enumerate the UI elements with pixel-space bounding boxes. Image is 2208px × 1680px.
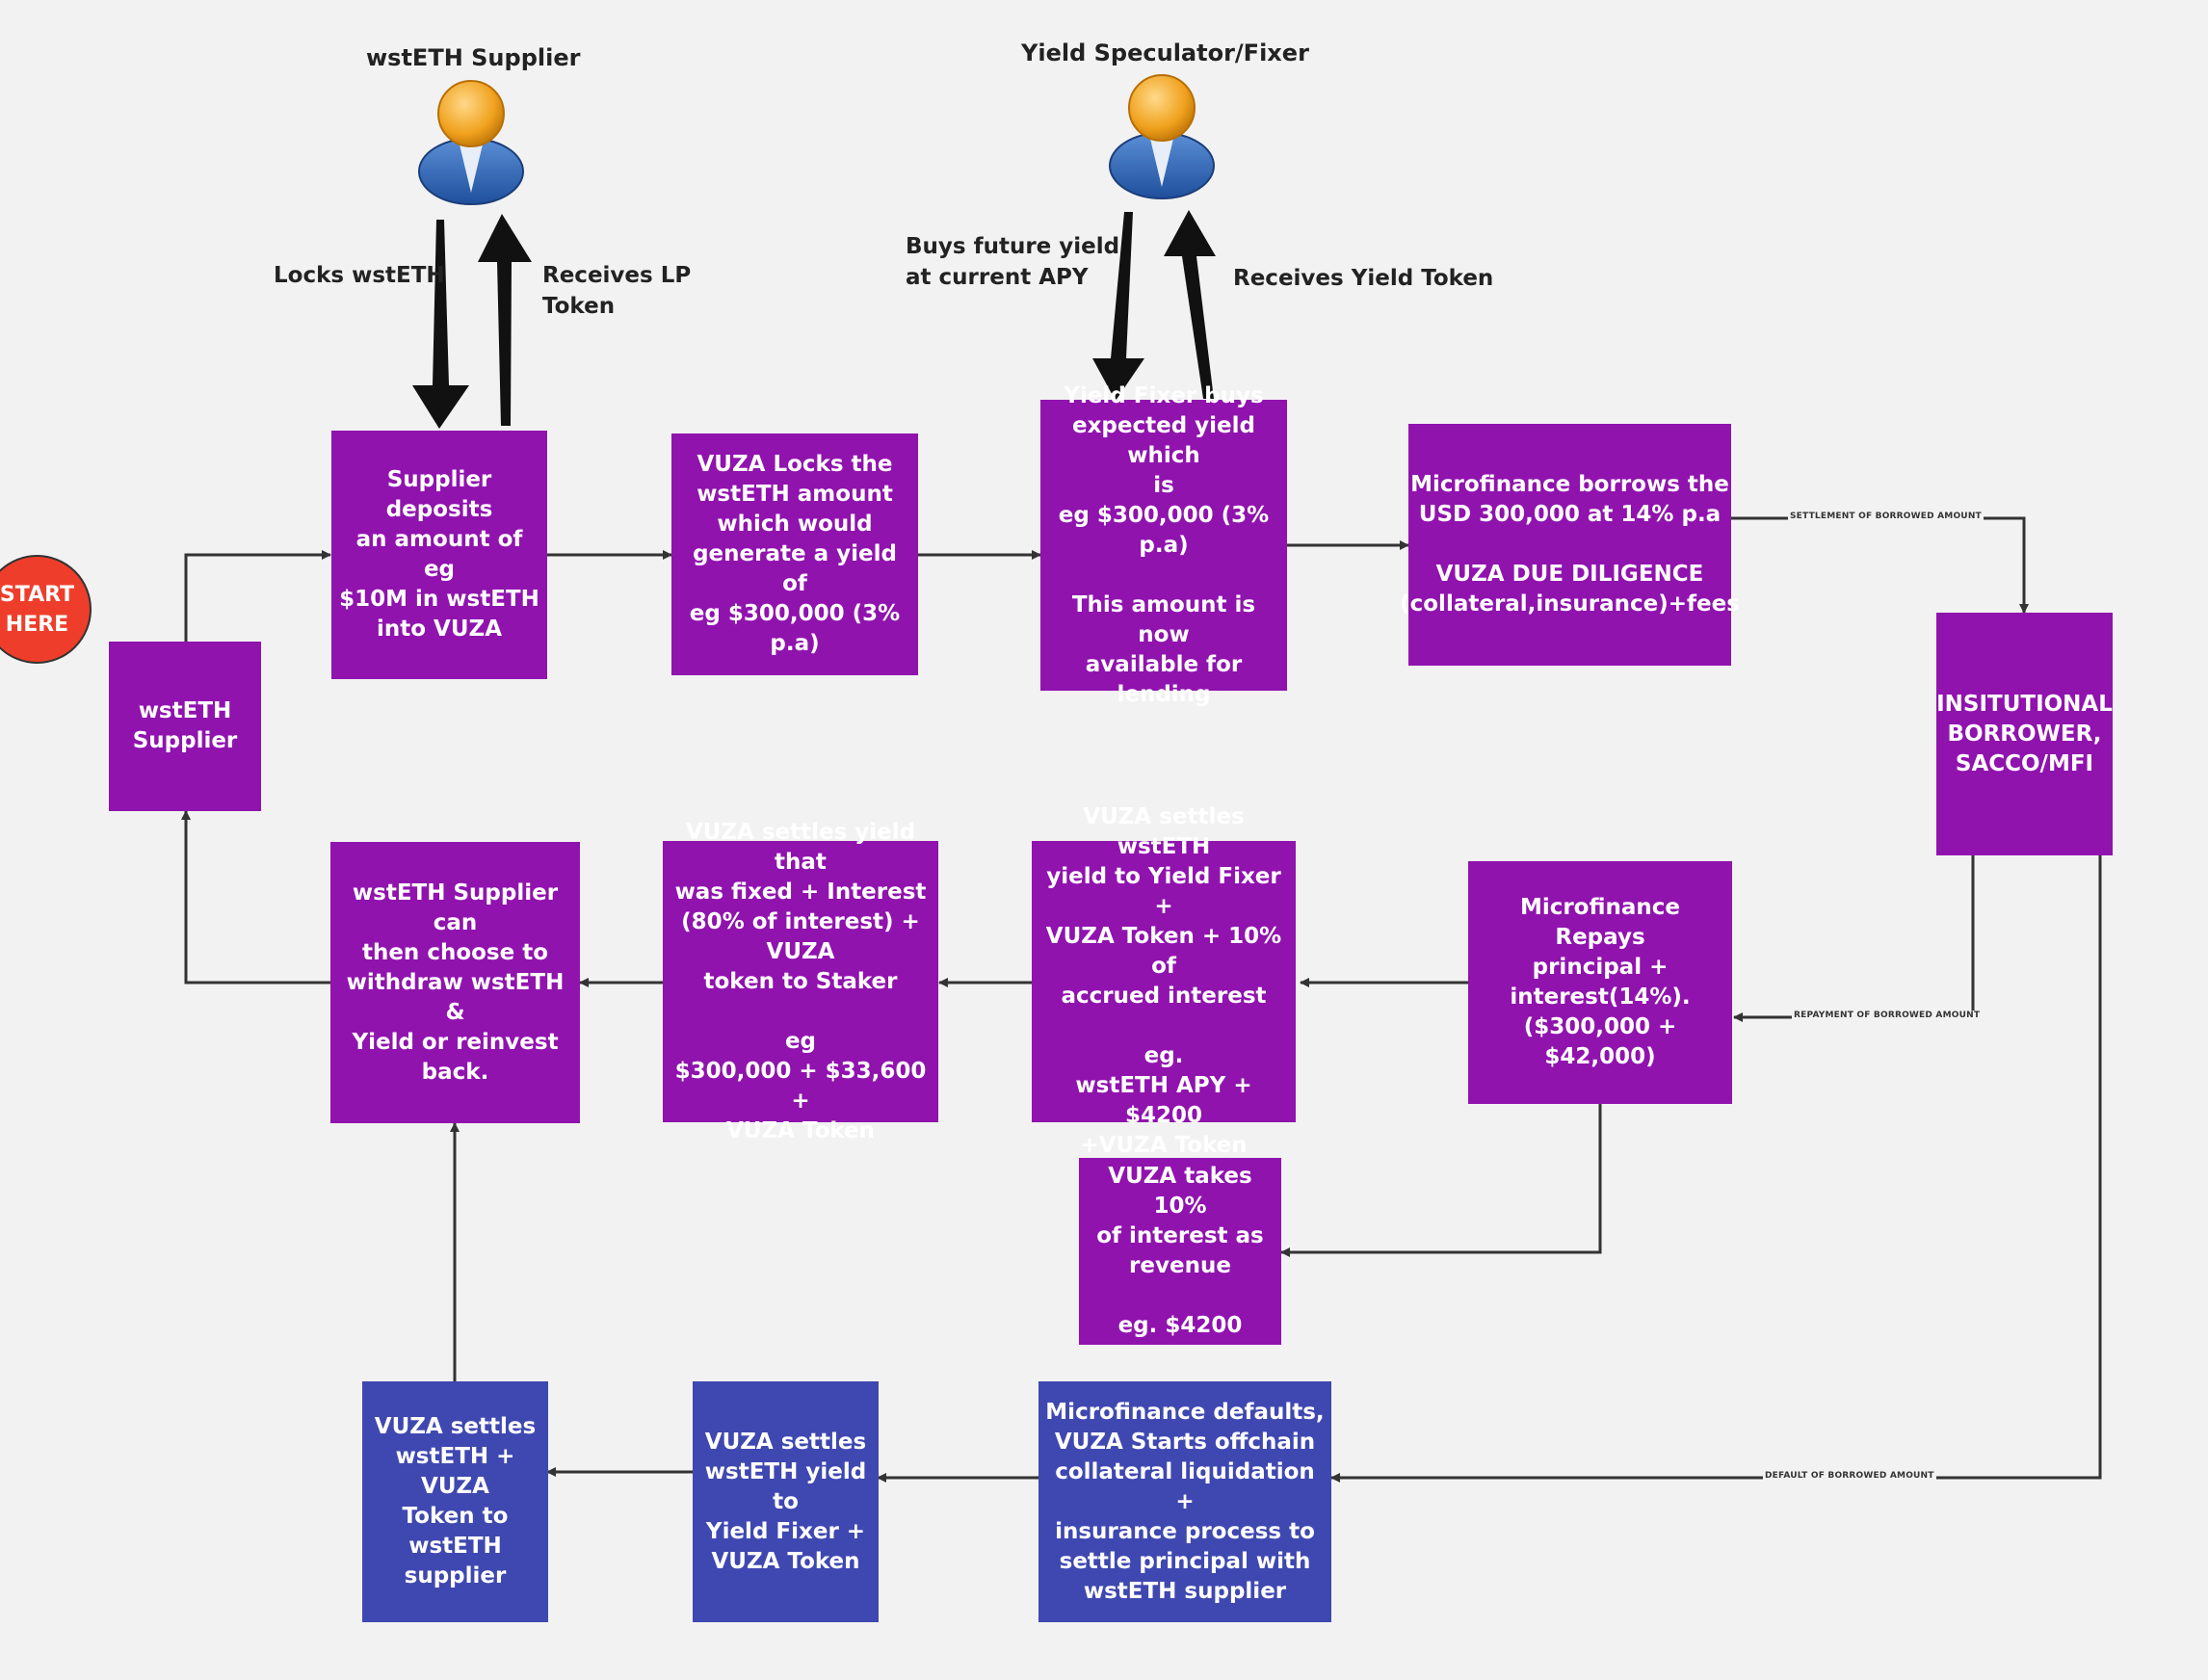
user-icon: [418, 80, 524, 205]
vuza-revenue-node: VUZA takes 10% of interest as revenue eg…: [1079, 1158, 1281, 1345]
repayment-edge-label: REPAYMENT OF BORROWED AMOUNT: [1792, 1011, 1983, 1020]
fixer-actor-title: Yield Speculator/Fixer: [1021, 39, 1309, 66]
supplier-deposits-node: Supplier deposits an amount of eg $10M i…: [331, 431, 547, 679]
connector: [181, 810, 331, 984]
start-node: START HERE: [0, 555, 92, 664]
connector: [1330, 855, 2102, 1483]
locks-arrow: [412, 220, 469, 429]
receives-yield-token-label: Receives Yield Token: [1233, 266, 1494, 291]
yield-fixer-buys-node: Yield Fixer buys expected yield which is…: [1040, 383, 1287, 707]
microfinance-defaults-node: Microfinance defaults, VUZA Starts offch…: [1038, 1381, 1331, 1622]
connector: [184, 550, 331, 643]
microfinance-borrows-node: Microfinance borrows the USD 300,000 at …: [1400, 424, 1740, 666]
connector: [1731, 516, 2029, 614]
connector: [1733, 855, 1975, 1022]
vuza-settles-fixer-node: VUZA settles wstETH yield to Yield Fixer…: [1032, 804, 1296, 1158]
receives-lp-arrow: [478, 214, 532, 426]
settlement-edge-label: SETTLEMENT OF BORROWED AMOUNT: [1788, 512, 1984, 521]
vuza-settles-yield-default-node: VUZA settles wstETH yield to Yield Fixer…: [693, 1381, 879, 1622]
supplier-withdraw-node: wstETH Supplier can then choose to withd…: [330, 842, 580, 1123]
vuza-settles-supplier-default-node: VUZA settles wstETH + VUZA Token to wstE…: [362, 1381, 548, 1622]
wsteth-supplier-node: wstETH Supplier: [109, 642, 261, 811]
user-icon: [1109, 74, 1215, 199]
receives-lp-label: Receives LP Token: [542, 263, 692, 319]
supplier-actor-title: wstETH Supplier: [366, 44, 581, 71]
default-edge-label: DEFAULT OF BORROWED AMOUNT: [1763, 1471, 1936, 1481]
vuza-settles-staker-node: VUZA settles yield that was fixed + Inte…: [663, 820, 938, 1143]
vuza-locks-node: VUZA Locks the wstETH amount which would…: [671, 433, 918, 675]
buys-yield-arrow: [1092, 212, 1144, 401]
connector: [1280, 1104, 1602, 1257]
receives-yield-arrow: [1164, 210, 1216, 399]
buys-future-yield-label: Buys future yield at current APY: [906, 234, 1120, 290]
microfinance-repays-node: Microfinance Repays principal + interest…: [1468, 861, 1732, 1104]
institutional-borrower-node: INSITUTIONAL BORROWER, SACCO/MFI: [1936, 613, 2113, 855]
locks-wsteth-label: Locks wstETH: [274, 263, 445, 288]
